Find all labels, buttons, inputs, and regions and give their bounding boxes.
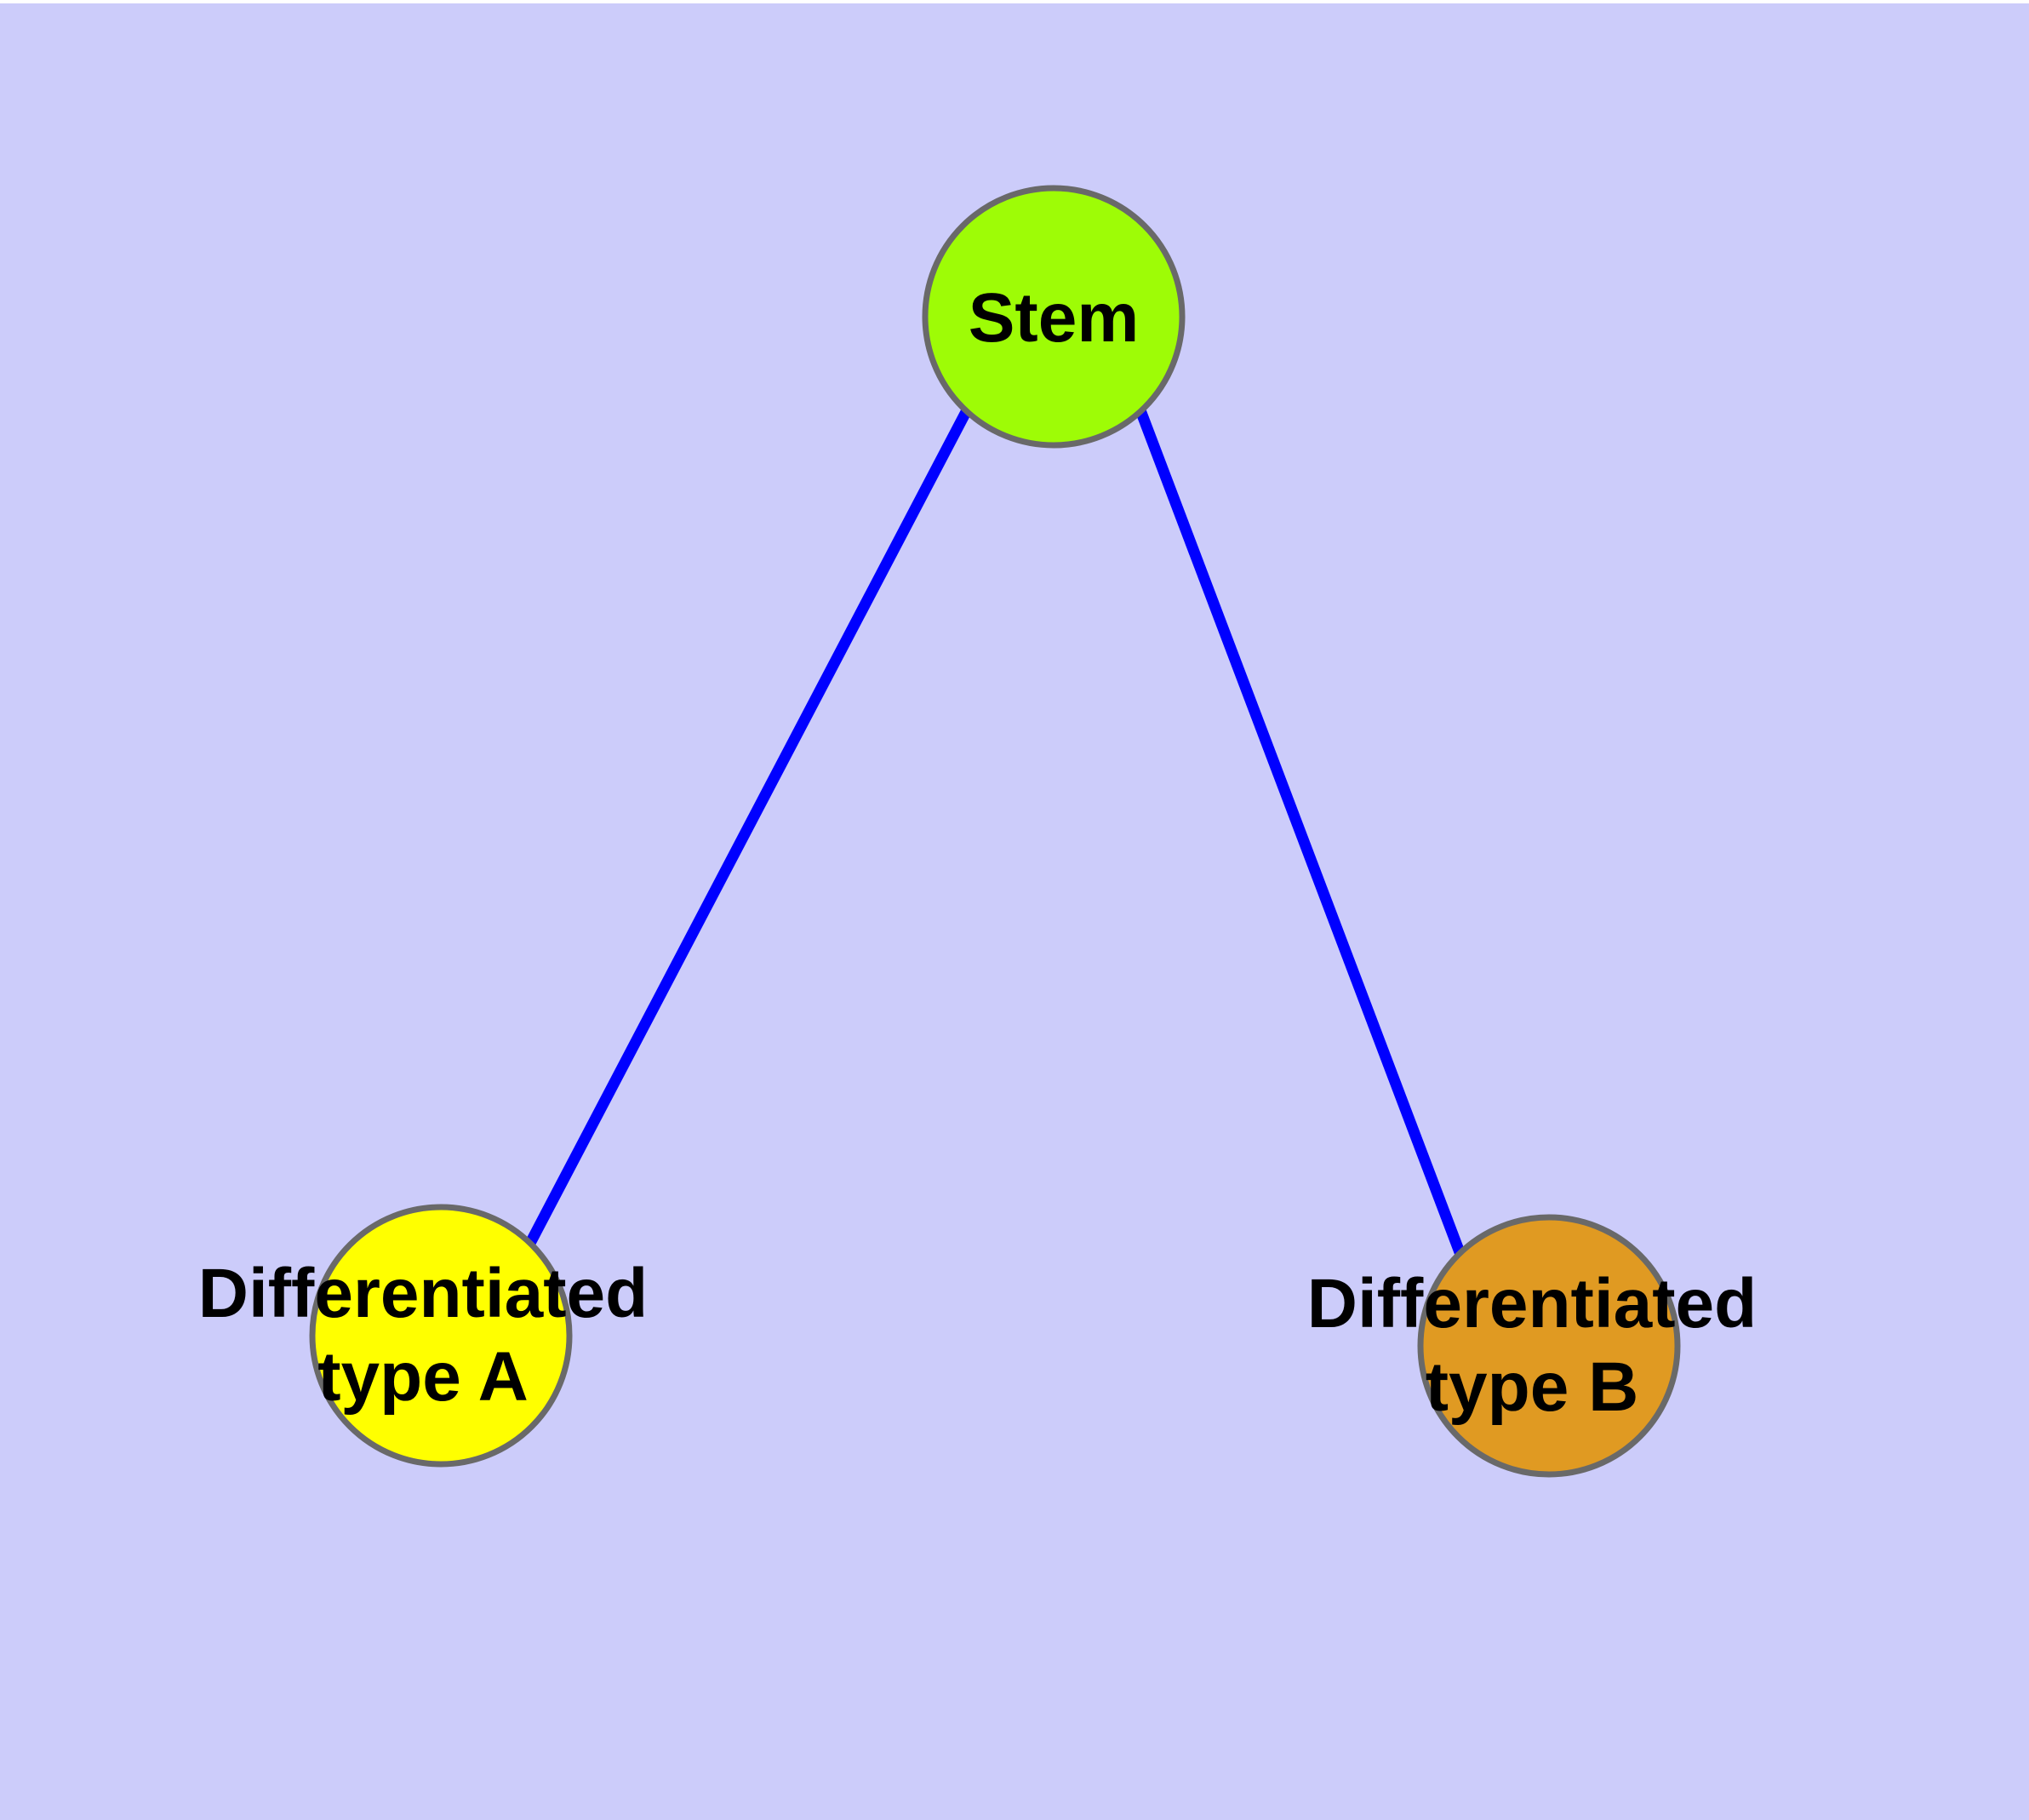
edges-layer: [523, 407, 1468, 1262]
node-label-line: type A: [317, 1338, 529, 1416]
node-label-line: Stem: [969, 279, 1140, 357]
edge-stem-diff_b: [1135, 408, 1468, 1262]
node-diff_b[interactable]: [1417, 1214, 1681, 1478]
node-label-line: Differentiated: [198, 1255, 649, 1332]
node-label-stem: Stem: [969, 279, 1140, 357]
nodes-layer: [309, 185, 1681, 1478]
node-label-line: type B: [1426, 1348, 1639, 1426]
edge-stem-diff_a: [523, 407, 972, 1251]
node-label-line: Differentiated: [1307, 1265, 1758, 1342]
node-diff_a[interactable]: [309, 1204, 573, 1468]
node-stem[interactable]: [922, 185, 1186, 449]
